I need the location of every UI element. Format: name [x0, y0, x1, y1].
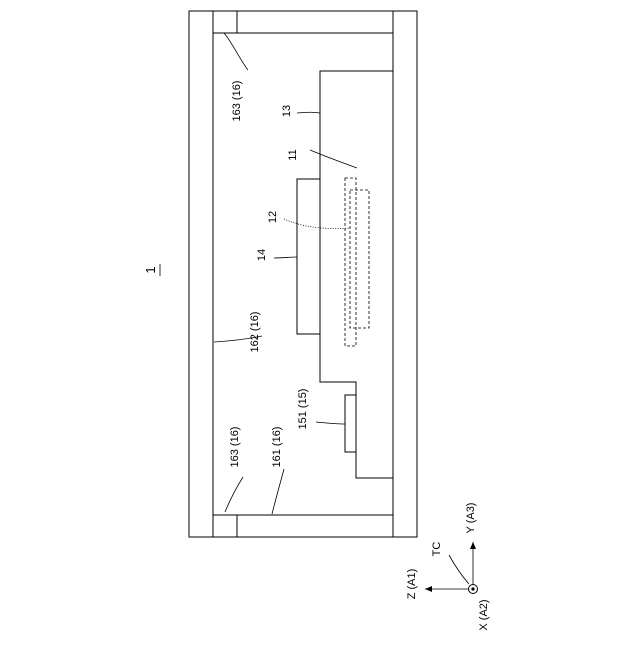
label-tc: TC: [431, 542, 443, 557]
component-11: [345, 178, 356, 346]
leader-12: [284, 219, 350, 229]
leader-14: [274, 257, 297, 258]
leader-161: [272, 469, 284, 514]
label-axis-y: Y (A3): [465, 503, 477, 534]
label-14: 14: [256, 249, 268, 261]
component-14: [297, 179, 320, 334]
leader-13: [297, 112, 320, 113]
component-151: [345, 395, 356, 452]
coordinate-axes: TC Z (A1) Y (A3) X (A2): [406, 503, 490, 631]
reference-main: 1: [143, 264, 160, 276]
label-162: 162 (16): [249, 312, 261, 353]
label-161: 161 (16): [271, 427, 283, 468]
label-12: 12: [267, 211, 279, 223]
label-13: 13: [281, 105, 293, 117]
label-163-top: 163 (16): [231, 81, 243, 122]
leader-163-bottom: [225, 477, 243, 512]
label-151: 151 (15): [297, 389, 309, 430]
leader-151: [316, 422, 345, 424]
label-163-bottom: 163 (16): [229, 427, 241, 468]
component-12: [350, 190, 369, 328]
housing-outer: [189, 11, 417, 537]
leader-163-top: [224, 33, 248, 70]
label-axis-z: Z (A1): [406, 569, 418, 600]
leader-11: [310, 150, 357, 168]
axis-x-dot-icon: [471, 587, 474, 590]
label-axis-x: X (A2): [478, 599, 490, 630]
label-11: 11: [287, 149, 299, 160]
ref-main-label: 1: [143, 266, 158, 273]
leader-tc: [449, 555, 469, 584]
